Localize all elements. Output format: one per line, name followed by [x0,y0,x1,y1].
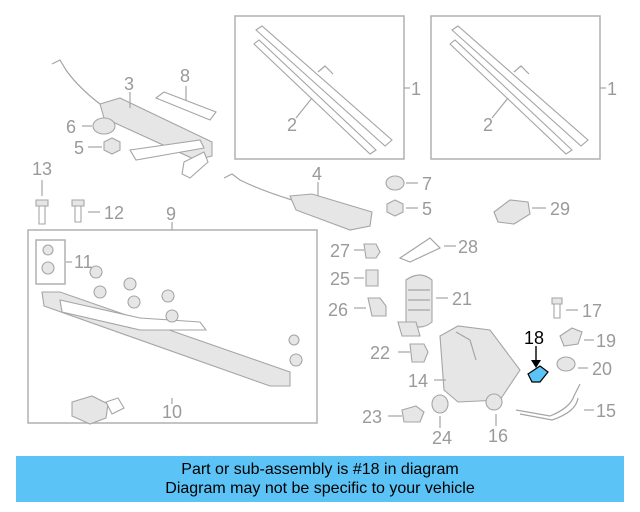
callout-1-right: 1 [607,79,617,99]
part-22-grommet [398,343,429,363]
part-18-highlighted [527,346,549,383]
part-15-hose [515,383,594,421]
part-6-cap [82,117,116,135]
callout-4: 4 [312,164,322,184]
callout-26: 26 [328,300,348,320]
part-8-cover [154,86,217,121]
callout-19: 19 [596,331,616,351]
callout-3: 3 [124,74,134,94]
callout-20: 20 [592,359,612,379]
part-23-sensor [388,405,425,423]
part-28-hose [398,237,456,263]
callout-10: 10 [162,402,182,422]
callout-5-lower: 5 [422,199,432,219]
callout-13: 13 [32,159,52,179]
part-25-grommet [354,269,379,287]
callout-22: 22 [370,343,390,363]
part-24-grommet [431,394,449,428]
callout-7: 7 [422,174,432,194]
wiper-blade-box-right [430,15,606,160]
part-17-screw [551,297,578,319]
callout-24: 24 [432,428,452,448]
callout-28: 28 [458,237,478,257]
part-27-clip [354,243,381,259]
callout-12: 12 [104,203,124,223]
part-29-clip [493,199,546,225]
part-21-pump [397,274,448,337]
part-4-wiper-arm [223,173,373,231]
part-20-grommet [556,356,588,372]
callout-21: 21 [452,289,472,309]
callout-16: 16 [488,426,508,446]
part-26-connector [354,297,387,317]
part-14-reservoir [434,325,521,403]
callout-23: 23 [362,407,382,427]
part-12-bolt [71,199,100,223]
callout-14: 14 [408,371,428,391]
part-19-clip [559,327,594,347]
callout-29: 29 [550,199,570,219]
part-16-grommet [485,393,503,426]
banner-line-1: Part or sub-assembly is #18 in diagram [181,461,459,478]
callout-18: 18 [524,328,544,348]
wiper-blade-box-left [234,15,410,160]
callout-9: 9 [166,204,176,224]
part-5-nut-upper [88,137,121,155]
callout-2-right: 2 [483,115,493,135]
callout-11: 11 [74,252,93,272]
part-5-nut-lower [386,199,418,217]
linkage-box [27,222,318,425]
callout-6: 6 [66,117,76,137]
part-7-cap [385,175,418,191]
callout-2-left: 2 [287,115,297,135]
callout-17: 17 [582,301,602,321]
callout-15: 15 [596,401,616,421]
callout-25: 25 [330,269,350,289]
banner-line-2: Diagram may not be specific to your vehi… [165,480,475,497]
callout-8: 8 [180,66,190,86]
part-13-bolt [35,180,49,225]
info-banner: Part or sub-assembly is #18 in diagram D… [16,456,624,502]
part-3-wiper-arm [51,59,213,179]
callout-27: 27 [330,241,350,261]
callout-1-left: 1 [411,79,421,99]
callout-5-upper: 5 [74,138,84,158]
